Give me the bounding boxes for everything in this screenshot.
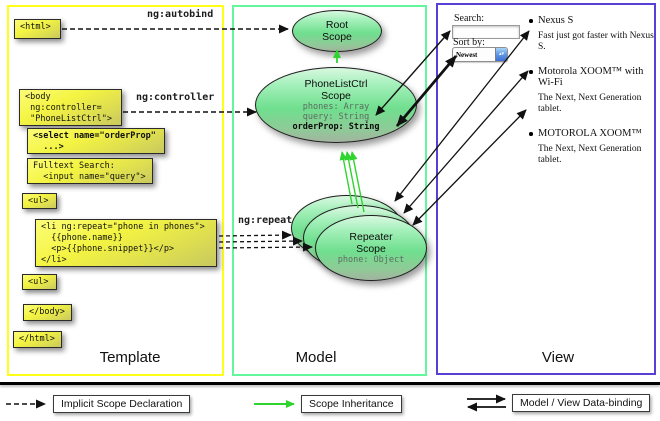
list-item-desc: Fast just got faster with Nexus S. bbox=[538, 31, 654, 52]
phonelistctrl-scope-title: PhoneListCtrl Scope bbox=[304, 78, 368, 102]
select-stepper-icon: ▴▾ bbox=[495, 48, 507, 61]
bullet-icon bbox=[529, 19, 533, 23]
code-box-body-open: <body ng:controller= "PhoneListCtrl"> bbox=[19, 89, 122, 126]
root-scope-title: Root Scope bbox=[322, 19, 352, 43]
code-box-body-close: </body> bbox=[23, 304, 72, 321]
view-column-title: View bbox=[541, 349, 575, 366]
legend-scope-inheritance: Scope Inheritance bbox=[301, 395, 402, 413]
phone-list: Nexus S Fast just got faster with Nexus … bbox=[529, 15, 656, 179]
model-column-title: Model bbox=[295, 349, 337, 366]
list-item-title: Motorola XOOM™ with Wi-Fi bbox=[529, 66, 656, 88]
prop-phone: phone: Object bbox=[337, 255, 405, 265]
code-box-html-close: </html> bbox=[13, 331, 62, 348]
phonelistctrl-scope-ellipse: PhoneListCtrl Scope phones: Array query:… bbox=[255, 67, 417, 143]
code-box-li-repeat: <li ng:repeat="phone in phones"> {{phone… bbox=[35, 219, 217, 267]
legend-implicit-scope-declaration: Implicit Scope Declaration bbox=[53, 395, 191, 413]
legend-model-view-data-binding: Model / View Data-binding bbox=[512, 394, 651, 412]
prop-query: query: String bbox=[302, 112, 370, 122]
prop-orderprop: orderProp: String bbox=[292, 122, 380, 132]
list-item-title-text: Motorola XOOM™ with Wi-Fi bbox=[538, 66, 644, 88]
bullet-icon bbox=[529, 70, 533, 74]
list-item-title: MOTOROLA XOOM™ bbox=[529, 128, 656, 139]
code-box-select: <select name="orderProp" ...> bbox=[27, 128, 165, 154]
sort-select[interactable]: Newest ▴▾ bbox=[452, 47, 508, 62]
legend-separator bbox=[0, 382, 660, 385]
sort-select-value: Newest bbox=[456, 50, 478, 59]
label-ng-autobind: ng:autobind bbox=[147, 9, 214, 20]
bullet-icon bbox=[529, 132, 533, 136]
list-item-title-text: Nexus S bbox=[538, 15, 574, 26]
code-box-fulltext-search: Fulltext Search: <input name="query"> bbox=[27, 158, 153, 184]
code-box-ul-close: <ul> bbox=[22, 274, 57, 290]
list-item-desc: The Next, Next Generation tablet. bbox=[538, 144, 642, 165]
code-box-html-open: <html> bbox=[14, 19, 61, 39]
repeater-scope-title: Repeater Scope bbox=[349, 231, 393, 255]
repeater-scope-ellipse-front: Repeater Scope phone: Object bbox=[315, 215, 427, 281]
root-scope-ellipse: Root Scope bbox=[292, 10, 382, 52]
template-column-title: Template bbox=[99, 349, 161, 366]
prop-phones: phones: Array bbox=[302, 102, 370, 112]
label-ng-controller: ng:controller bbox=[136, 92, 215, 103]
code-box-ul-open: <ul> bbox=[22, 193, 57, 209]
list-item-desc: The Next, Next Generation tablet. bbox=[538, 93, 642, 114]
label-ng-repeat: ng:repeat bbox=[238, 215, 293, 226]
list-item-title: Nexus S bbox=[529, 15, 656, 26]
search-label: Search: bbox=[454, 13, 484, 24]
model-column bbox=[232, 5, 427, 376]
list-item-title-text: MOTOROLA XOOM™ bbox=[538, 128, 642, 139]
